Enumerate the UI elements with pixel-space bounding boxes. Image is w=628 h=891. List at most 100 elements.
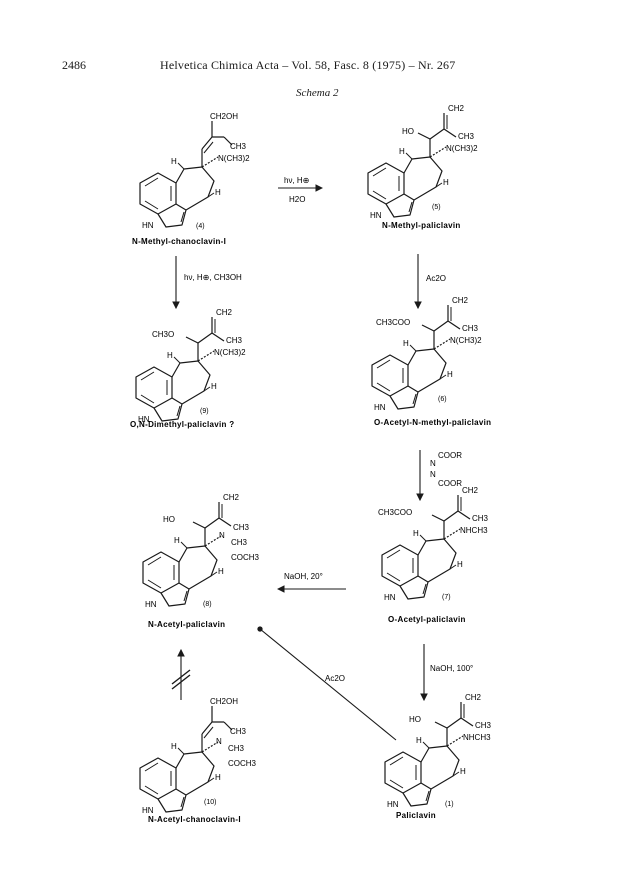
compound-7: CH3COO CH2 CH3 NHCH3 H H HN (7)	[378, 486, 489, 602]
compound-number: (5)	[432, 204, 441, 211]
substituent-alkene: CH2	[223, 493, 240, 502]
atom-nh: HN	[138, 415, 150, 424]
compound-label: O,N-Dimethyl-paliclavin ?	[130, 420, 234, 429]
compound-label: N-Acetyl-paliclavin	[148, 620, 225, 629]
atom-nh: HN	[145, 600, 157, 609]
block-mark	[171, 669, 191, 685]
reagent-6-7-line3: N	[430, 470, 436, 479]
compound-number: (9)	[200, 408, 209, 415]
substituent-ch3: CH3	[475, 721, 492, 730]
reagent-6-7-line4: COOR	[438, 479, 462, 488]
scheme-title: Schema 2	[296, 87, 339, 99]
compound-9: CH3O CH2 CH3 N(CH3)2 H H HN (9)	[135, 308, 246, 424]
substituent-ch3: CH3	[462, 324, 479, 333]
compound-number: (7)	[442, 594, 451, 601]
atom-h: H	[218, 567, 224, 576]
atom-h: H	[399, 147, 405, 156]
substituent-alkene: CH2	[452, 296, 469, 305]
compound-label: O-Acetyl-N-methyl-paliclavin	[374, 418, 491, 427]
substituent-alkene: CH2	[465, 693, 482, 702]
compound-label: N-Methyl-chanoclavin-I	[132, 237, 226, 246]
atom-h: H	[174, 536, 180, 545]
substituent-amine: NHCH3	[460, 526, 488, 535]
substituent-amine: N(CH3)2	[214, 348, 246, 357]
compound-label: Paliclavin	[396, 811, 436, 820]
compound-number: (8)	[203, 601, 212, 608]
atom-n: N	[216, 737, 222, 746]
atom-h: H	[416, 736, 422, 745]
substituent-amine: N(CH3)2	[446, 144, 478, 153]
reagent-4-5-above: hν, H⊕	[284, 176, 309, 185]
reagent-4-9: hν, H⊕, CH3OH	[184, 273, 242, 282]
atom-h: H	[443, 178, 449, 187]
atom-n: N	[219, 531, 225, 540]
substituent-amine-acetyl: COCH3	[228, 759, 257, 768]
atom-h: H	[460, 767, 466, 776]
atom-h: H	[211, 382, 217, 391]
reagent-7-8: NaOH, 20°	[284, 572, 323, 581]
compound-number: (4)	[196, 223, 205, 230]
substituent-ch3: CH3	[230, 142, 247, 151]
substituent-oxygen: CH3O	[152, 330, 174, 339]
atom-nh: HN	[384, 593, 396, 602]
compound-1: HO CH2 CH3 NHCH3 H H HN (1)	[384, 693, 492, 809]
atom-h: H	[171, 742, 177, 751]
atom-nh: HN	[142, 806, 154, 815]
substituent-ch2oh: CH2OH	[210, 112, 238, 121]
compound-6: CH3COO CH2 CH3 N(CH3)2 H H HN (6)	[371, 296, 482, 412]
compound-number: (6)	[438, 396, 447, 403]
substituent-amine-methyl: CH3	[231, 538, 248, 547]
substituent-alkene: CH2	[462, 486, 479, 495]
reagent-7-1: NaOH, 100°	[430, 664, 473, 673]
substituent-alkene: CH2	[448, 104, 465, 113]
substituent-amine: N(CH3)2	[450, 336, 482, 345]
atom-nh: HN	[142, 221, 154, 230]
compound-label: O-Acetyl-paliclavin	[388, 615, 466, 624]
substituent-ch3: CH3	[226, 336, 243, 345]
substituent-amine: NHCH3	[463, 733, 491, 742]
reagent-4-5-below: H2O	[289, 195, 305, 204]
atom-h: H	[447, 370, 453, 379]
page-number: 2486	[62, 58, 86, 72]
compound-5: HO CH2 CH3 N(CH3)2 H H HN (5)	[367, 104, 478, 220]
reagent-5-6: Ac2O	[426, 274, 446, 283]
atom-h: H	[167, 351, 173, 360]
reagent-1-8: Ac2O	[325, 674, 345, 683]
substituent-oxygen: HO	[402, 127, 414, 136]
reagent-6-7-line2: N	[430, 459, 436, 468]
atom-h: H	[403, 339, 409, 348]
substituent-amine-methyl: CH3	[228, 744, 245, 753]
substituent-ch3: CH3	[230, 727, 247, 736]
compound-8: HO CH2 CH3 N CH3 COCH3 H H HN (8)	[142, 493, 260, 609]
substituent-amine: N(CH3)2	[218, 154, 250, 163]
atom-nh: HN	[374, 403, 386, 412]
substituent-ch2oh: CH2OH	[210, 697, 238, 706]
compound-4: CH2OH CH3 N(CH3)2 H H HN (4)	[139, 112, 250, 230]
compound-number: (1)	[445, 801, 454, 808]
compound-number: (10)	[204, 799, 216, 806]
atom-h: H	[215, 773, 221, 782]
atom-h: H	[171, 157, 177, 166]
substituent-oxygen: CH3COO	[378, 508, 412, 517]
substituent-oxygen: HO	[163, 515, 175, 524]
substituent-ch3: CH3	[233, 523, 250, 532]
substituent-ch3: CH3	[472, 514, 489, 523]
atom-h: H	[413, 529, 419, 538]
block-mark	[171, 674, 191, 690]
running-title: Helvetica Chimica Acta – Vol. 58, Fasc. …	[160, 58, 456, 72]
substituent-alkene: CH2	[216, 308, 233, 317]
atom-nh: HN	[370, 211, 382, 220]
substituent-oxygen: CH3COO	[376, 318, 410, 327]
compound-10: CH2OH CH3 N CH3 COCH3 H H HN (10)	[139, 697, 257, 815]
substituent-ch3: CH3	[458, 132, 475, 141]
atom-nh: HN	[387, 800, 399, 809]
compound-label: N-Acetyl-chanoclavin-I	[148, 815, 241, 824]
atom-h: H	[457, 560, 463, 569]
substituent-amine-acetyl: COCH3	[231, 553, 260, 562]
arrow-1-to-8	[257, 626, 397, 741]
compound-label: N-Methyl-paliclavin	[382, 221, 461, 230]
reagent-6-7-line1: COOR	[438, 451, 462, 460]
atom-h: H	[215, 188, 221, 197]
substituent-oxygen: HO	[409, 715, 421, 724]
